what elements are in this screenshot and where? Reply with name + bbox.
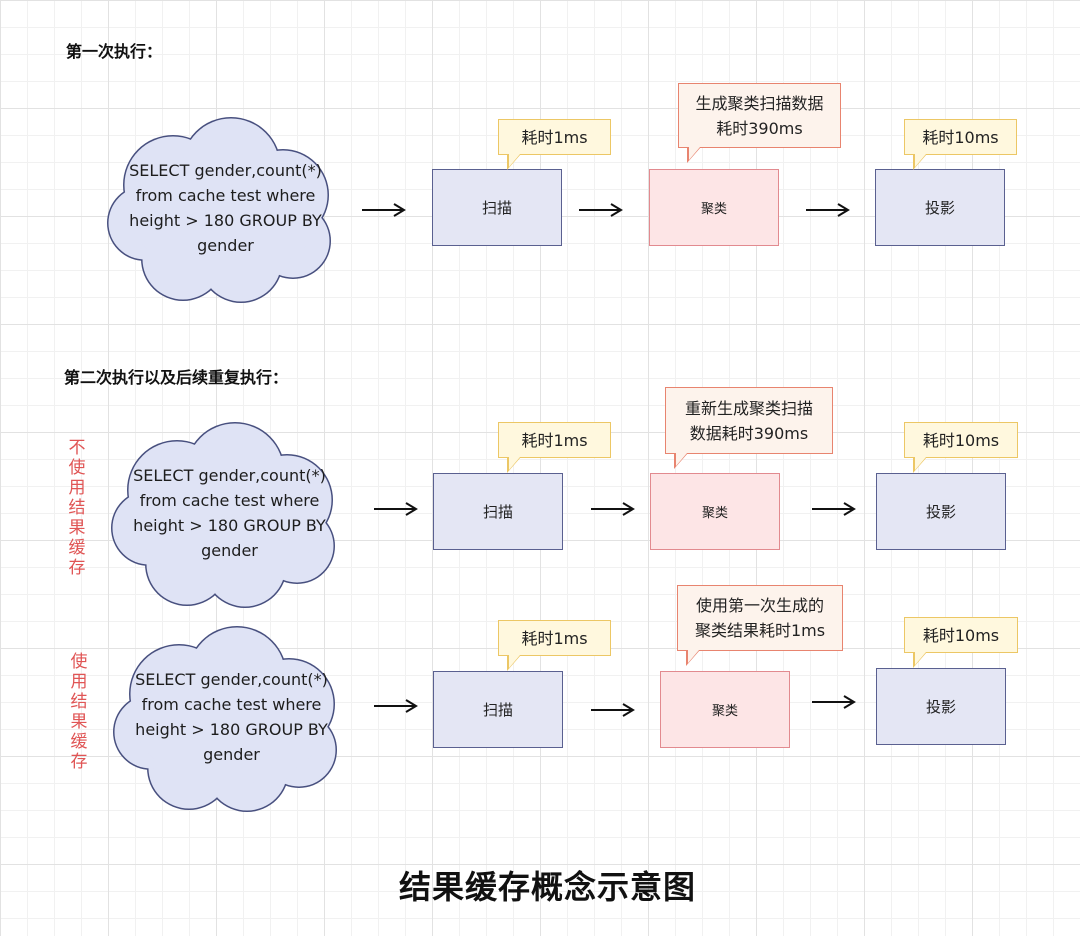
query-text: SELECT gender,count(*) from cache test w… [124,662,339,772]
aggregate-node: 聚类 [650,473,780,550]
note-line: 生成聚类扫描数据 [695,93,824,113]
aggregate-time-note: 使用第一次生成的 聚类结果耗时1ms [677,585,843,666]
query-line: SELECT gender,count(*) [129,161,322,180]
query-line: SELECT gender,count(*) [133,466,326,485]
row-label-no-cache: 不 使 用 结 果 缓 存 [66,438,88,578]
label-char: 结 [70,692,88,712]
aggregate-node: 聚类 [649,169,779,246]
scan-time-note: 耗时1ms [498,620,611,671]
query-line: SELECT gender,count(*) [135,670,328,689]
label-char: 缓 [70,732,88,752]
note-line: 重新生成聚类扫描 [684,398,813,418]
diagram-caption: 结果缓存概念示意图 [398,868,696,906]
query-line: from cache test where [139,491,320,510]
arrow-right-icon [812,695,856,709]
note-line: 耗时10ms [922,127,999,147]
note-line: 数据耗时390ms [689,423,809,443]
arrow-right-icon [812,502,856,516]
arrow-right-icon [374,699,418,713]
label-char: 用 [68,478,86,498]
query-cloud-row2: SELECT gender,count(*) from cache test w… [107,418,352,608]
note-line: 耗时1ms [521,430,588,450]
query-cloud-row1: SELECT gender,count(*) from cache test w… [103,113,348,303]
label-char: 果 [68,518,86,538]
note-line: 耗时10ms [922,430,1000,450]
note-line: 聚类结果耗时1ms [694,621,826,640]
cloud-shape [113,626,337,812]
arrow-right-icon [591,502,635,516]
label-char: 不 [68,438,86,458]
arrow-right-icon [374,502,418,516]
row-label-with-cache: 使 用 结 果 缓 存 [68,652,90,772]
scan-time-note: 耗时1ms [498,119,611,170]
label-char: 存 [68,558,86,578]
projection-time-note: 耗时10ms [904,119,1017,170]
query-line: gender [197,236,254,255]
note-line: 耗时10ms [922,625,1000,645]
aggregate-time-note: 生成聚类扫描数据 耗时390ms [678,83,841,163]
projection-node: 投影 [875,169,1005,246]
aggregate-time-note: 重新生成聚类扫描 数据耗时390ms [665,387,833,469]
query-text: SELECT gender,count(*) from cache test w… [118,153,333,263]
section-heading-first-run: 第一次执行： [66,42,163,61]
note-line: 耗时1ms [521,628,588,648]
query-cloud-row3: SELECT gender,count(*) from cache test w… [109,622,354,812]
label-char: 果 [70,712,88,732]
query-line: height > 180 GROUP BY [135,720,328,739]
label-char: 用 [70,672,88,692]
label-char: 缓 [68,538,86,558]
scan-node: 扫描 [432,169,562,246]
section-heading-repeat-run: 第二次执行以及后续重复执行： [64,368,289,387]
label-char: 结 [68,498,86,518]
projection-node: 投影 [876,473,1006,550]
arrow-right-icon [591,703,635,717]
arrow-right-icon [362,203,406,217]
scan-node: 扫描 [433,473,563,550]
query-line: gender [203,745,260,764]
label-char: 使 [68,458,86,478]
query-line: from cache test where [135,186,316,205]
note-line: 耗时390ms [716,118,803,138]
cloud-shape [107,117,331,303]
scan-node: 扫描 [433,671,563,748]
cloud-shape [111,422,335,608]
label-char: 存 [70,752,88,772]
query-line: gender [201,541,258,560]
arrow-right-icon [579,203,623,217]
scan-time-note: 耗时1ms [498,422,611,473]
query-text: SELECT gender,count(*) from cache test w… [122,458,337,568]
projection-time-note: 耗时10ms [904,617,1018,668]
note-line: 使用第一次生成的 [695,596,824,615]
query-line: height > 180 GROUP BY [129,211,322,230]
projection-node: 投影 [876,668,1006,745]
query-line: from cache test where [141,695,322,714]
query-line: height > 180 GROUP BY [133,516,326,535]
aggregate-node: 聚类 [660,671,790,748]
projection-time-note: 耗时10ms [904,422,1018,473]
arrow-right-icon [806,203,850,217]
note-line: 耗时1ms [521,127,588,147]
label-char: 使 [70,652,88,672]
